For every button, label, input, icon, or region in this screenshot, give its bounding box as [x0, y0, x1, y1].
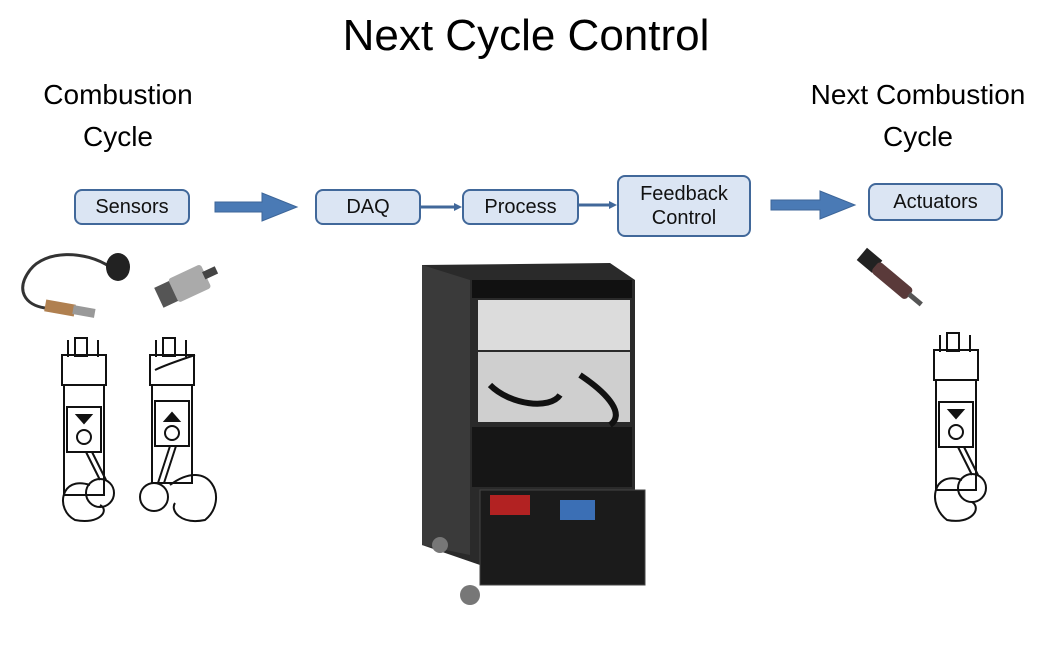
next-combustion-cycle-line2: Cycle: [882, 121, 953, 152]
daq-label: DAQ: [346, 196, 390, 218]
feedback-control-box: Feedback Control: [617, 175, 751, 237]
combustion-cycle-label: Combustion Cycle: [18, 74, 218, 158]
actuators-box: Actuators: [868, 183, 1003, 221]
daq-box: DAQ: [315, 189, 421, 225]
ni-rack-cart-icon: [422, 263, 646, 605]
actuators-label: Actuators: [893, 191, 978, 213]
block-arrow-sensors-daq: [214, 192, 299, 222]
next-combustion-cycle-line1: Next Combustion: [810, 79, 1026, 110]
sensors-box: Sensors: [74, 189, 190, 225]
right-engine-cylinder-icon: [933, 332, 987, 522]
left-engine-cylinders-icon: [61, 337, 217, 522]
next-combustion-cycle-label: Next Combustion Cycle: [790, 74, 1046, 158]
process-label: Process: [484, 196, 557, 218]
page-title: Next Cycle Control: [342, 11, 710, 60]
sensors-label: Sensors: [95, 196, 169, 218]
feedback-label: Feedback: [640, 183, 728, 205]
control-label: Control: [651, 207, 717, 229]
block-arrow-feedback-actuators: [770, 190, 857, 220]
thin-arrow-daq-process: [421, 203, 462, 211]
pressure-sensor-icon: [154, 265, 219, 308]
oxygen-sensor-icon: [21, 253, 130, 318]
cylinder-intake-stroke: [139, 337, 217, 522]
combustion-cycle-line1: Combustion: [43, 79, 193, 110]
combustion-cycle-line2: Cycle: [82, 121, 153, 152]
cylinder-power-stroke: [61, 337, 115, 522]
thin-arrow-process-feedback: [579, 201, 617, 209]
fuel-injector-icon: [856, 247, 923, 307]
process-box: Process: [462, 189, 579, 225]
